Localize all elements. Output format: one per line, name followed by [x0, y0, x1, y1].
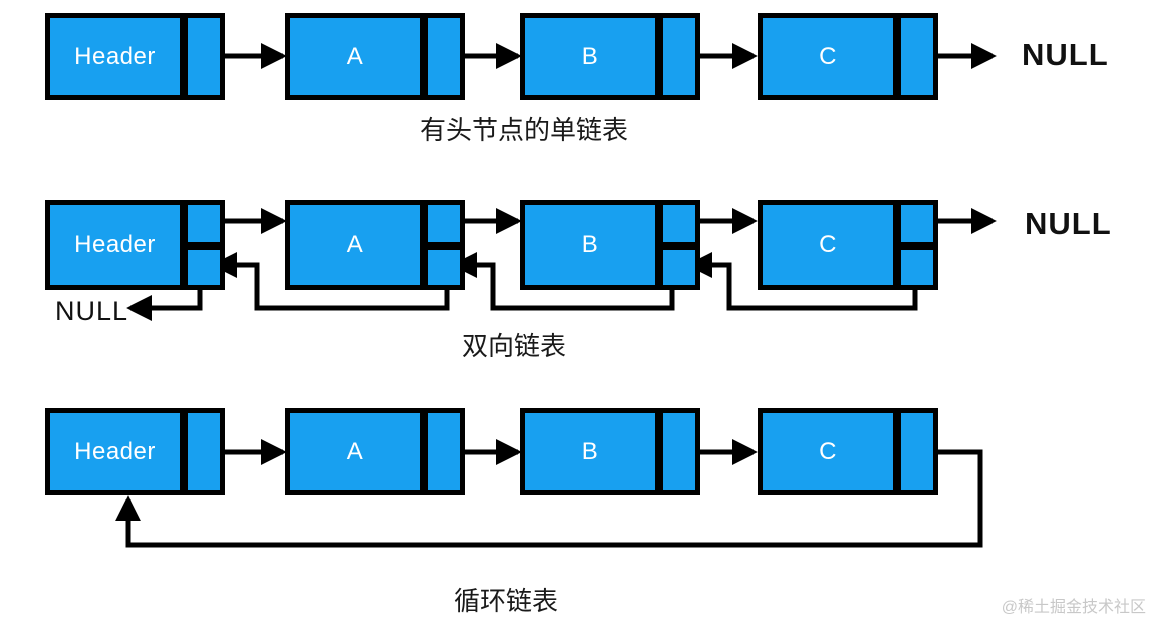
pointer-cell-divider	[893, 413, 901, 490]
pointer-cell-divider	[655, 413, 663, 490]
node-label: Header	[74, 231, 156, 258]
node-header-row3: Header	[45, 408, 225, 495]
node-label: B	[581, 42, 599, 70]
node-label: A	[346, 42, 364, 70]
node-c-row1: C	[758, 13, 938, 100]
pointer-cell-divider	[420, 413, 428, 490]
caption-circular-list: 循环链表	[454, 586, 559, 616]
next-prev-cell-divider	[188, 242, 220, 250]
node-label: A	[346, 231, 364, 258]
pointer-cell-divider	[893, 205, 901, 285]
caption-singly-list: 有头节点的单链表	[420, 115, 629, 145]
watermark: @稀土掘金技术社区	[1001, 599, 1146, 616]
caption-doubly-list: 双向链表	[462, 331, 567, 361]
node-a-row1: A	[285, 13, 465, 100]
pointer-cell-divider	[180, 205, 188, 285]
pointer-cell-divider	[420, 205, 428, 285]
next-prev-cell-divider	[663, 242, 695, 250]
node-header-row1: Header	[45, 13, 225, 100]
pointer-cell-divider	[180, 413, 188, 490]
pointer-cell-divider	[893, 18, 901, 95]
node-c-row3: C	[758, 408, 938, 495]
node-b-row3: B	[520, 408, 700, 495]
node-label: C	[819, 437, 837, 465]
node-b-row1: B	[520, 13, 700, 100]
node-label: Header	[74, 437, 156, 465]
node-label: A	[346, 437, 364, 465]
null-text-row1: NULL	[1022, 37, 1109, 72]
null-text-right-row2: NULL	[1025, 206, 1112, 241]
next-prev-cell-divider	[428, 242, 460, 250]
node-label: B	[581, 437, 599, 465]
node-a-row2: A	[285, 200, 465, 290]
node-header-row2: Header	[45, 200, 225, 290]
node-c-row2: C	[758, 200, 938, 290]
node-b-row2: B	[520, 200, 700, 290]
node-label: B	[581, 231, 599, 258]
node-label: C	[819, 42, 837, 70]
node-label: C	[819, 231, 837, 258]
next-prev-cell-divider	[901, 242, 933, 250]
pointer-cell-divider	[420, 18, 428, 95]
pointer-cell-divider	[655, 205, 663, 285]
node-a-row3: A	[285, 408, 465, 495]
node-label: Header	[74, 42, 156, 70]
pointer-cell-divider	[655, 18, 663, 95]
pointer-cell-divider	[180, 18, 188, 95]
null-text-left-row2: NULL	[55, 296, 129, 326]
